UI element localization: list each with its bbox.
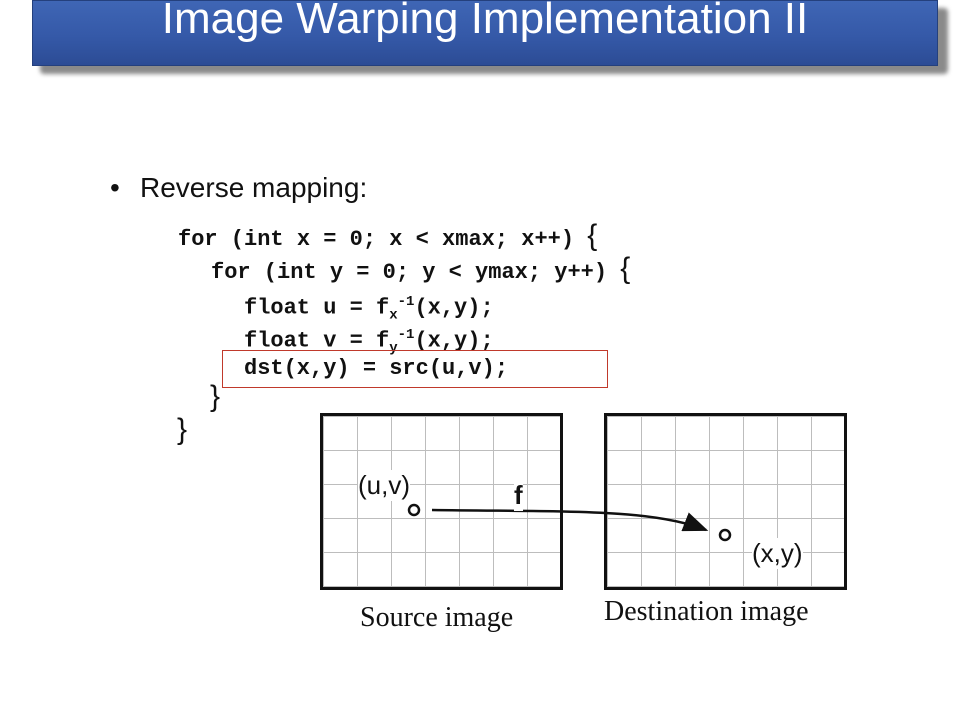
mapping-arrow [431,508,709,532]
source-caption: Source image [360,602,514,633]
source-image-grid [320,413,563,590]
source-point [407,503,421,517]
bullet-text: Reverse mapping: [140,172,368,203]
source-point-label: (u,v) [358,470,410,501]
destination-point [718,528,732,542]
code-line-2: for (int y = 0; y < ymax; y++) { [211,252,631,285]
highlight-box [222,350,608,388]
code-close-outer: } [177,413,188,446]
mapping-label: f [514,480,523,511]
code-line-5: dst(x,y) = src(u,v); [244,356,509,381]
title-bar: Image Warping Implementation II [32,0,938,66]
code-line-3: float u = fx-1(x,y); [244,294,494,324]
bullet-item: • Reverse mapping: [110,172,367,204]
destination-caption: Destination image [604,596,809,627]
slide-title: Image Warping Implementation II [161,0,809,43]
destination-image-grid [604,413,847,590]
destination-point-label: (x,y) [752,538,803,569]
code-line-4: float v = fy-1(x,y); [244,327,494,357]
code-close-inner: } [210,380,221,413]
code-line-1: for (int x = 0; x < xmax; x++) { [178,219,598,252]
bullet-dot-icon: • [110,172,120,203]
